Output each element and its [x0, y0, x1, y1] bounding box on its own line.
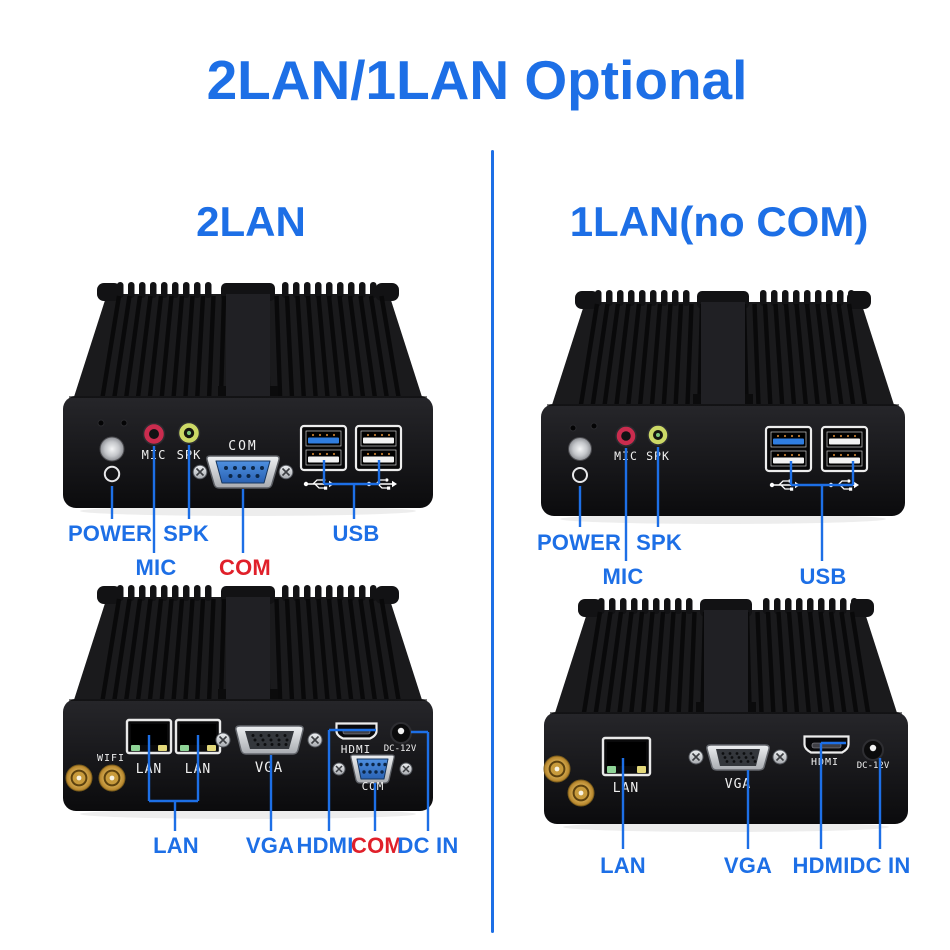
hdmi-port-text: HDMI: [341, 743, 372, 756]
spk-jack: [177, 421, 201, 445]
callout-label-mic: MIC: [602, 564, 644, 589]
vga-port: [235, 725, 304, 755]
callout-label-lan: LAN: [153, 833, 199, 858]
vga-screw: [215, 732, 231, 748]
column-heading-1lan: 1LAN(no COM): [569, 198, 869, 245]
pinhole: [120, 419, 128, 427]
usb-port-block: [299, 424, 348, 472]
lan-port: [601, 736, 652, 777]
panel-2lan-front: MIC SPK COM: [43, 280, 453, 580]
callout-label-usb: USB: [332, 521, 380, 546]
callout-lines: [578, 447, 855, 561]
callout-label-spk: SPK: [636, 530, 682, 555]
callout-label-hdmi: HDMI: [296, 833, 354, 858]
vga-port-text: VGA: [255, 760, 283, 776]
callout-lines: [110, 445, 381, 553]
wifi-port-text: WIFI: [97, 753, 125, 764]
dc-jack: [390, 722, 412, 744]
spk-jack: [647, 424, 669, 446]
callout-lines: [621, 741, 882, 849]
com-port-text: COM: [228, 439, 257, 454]
dc-jack: [862, 739, 884, 761]
callout-label-lan: LAN: [600, 853, 646, 878]
power-button: [568, 437, 592, 483]
device-1lan-rear-illustration: LAN VGA HDMI: [543, 598, 908, 849]
pinhole: [590, 422, 598, 430]
dc-port-text: DC-12V: [857, 761, 890, 771]
callout-label-vga: VGA: [723, 853, 773, 878]
callout-label-com: COM: [351, 833, 403, 858]
heatsink: [551, 290, 895, 408]
callout-label-dcin: DC IN: [397, 833, 459, 858]
callout-label-mic: MIC: [135, 555, 177, 580]
vga-screw: [688, 749, 704, 765]
wifi-antenna: [65, 764, 93, 792]
hdmi-port: [803, 735, 850, 754]
callout-label-power: POWER: [67, 521, 153, 546]
wifi-antenna: [543, 755, 571, 783]
page-title: 2LAN/1LAN Optional: [206, 49, 748, 111]
pinhole: [97, 419, 105, 427]
device-2lan-rear-illustration: WIFI LAN LAN: [63, 585, 433, 831]
power-symbol: [572, 467, 588, 483]
callout-label-usb: USB: [799, 564, 847, 589]
pinhole: [569, 424, 577, 432]
vga-port-text: VGA: [725, 777, 751, 792]
com-screw: [399, 762, 413, 776]
callout-label-hdmi: HDMI: [792, 853, 850, 878]
panel-1lan-front: MIC SPK: [523, 288, 923, 589]
com-screw: [192, 464, 208, 480]
mic-jack: [142, 422, 166, 446]
wifi-antenna: [567, 779, 595, 807]
panel-1lan-rear: LAN VGA HDMI: [526, 596, 926, 896]
callout-label-spk: SPK: [163, 521, 209, 546]
callout-label-dcin: DC IN: [849, 853, 911, 878]
callout-label-com: COM: [219, 555, 271, 580]
com-port: [206, 455, 280, 489]
heatsink: [73, 585, 423, 703]
com-screw: [278, 464, 294, 480]
com-port: [350, 754, 395, 784]
heatsink: [73, 282, 423, 400]
vga-screw: [307, 732, 323, 748]
usb-port-block: [764, 425, 813, 473]
usb-port-block: [820, 425, 869, 473]
wifi-antenna: [98, 764, 126, 792]
device-1lan-front-illustration: MIC SPK: [541, 290, 905, 561]
vga-port: [706, 744, 770, 771]
vga-screw: [772, 749, 788, 765]
column-divider: [491, 150, 494, 933]
callout-label-vga: VGA: [245, 833, 295, 858]
mic-jack: [615, 425, 637, 447]
lan-port-text: LAN: [613, 781, 639, 796]
device-2lan-front-illustration: MIC SPK COM: [63, 282, 433, 553]
power-button: [99, 436, 125, 483]
callout-lines: [147, 728, 430, 831]
usb-port-block: [354, 424, 403, 472]
dc-port-text: DC-12V: [384, 744, 417, 754]
panel-2lan-rear: WIFI LAN LAN: [43, 583, 458, 883]
power-symbol: [103, 465, 121, 483]
com-screw: [332, 762, 346, 776]
callout-label-power: POWER: [536, 530, 622, 555]
com-port-text: COM: [362, 780, 385, 793]
heatsink: [554, 598, 898, 716]
hdmi-port-text: HDMI: [811, 757, 839, 768]
column-heading-2lan: 2LAN: [196, 198, 306, 245]
